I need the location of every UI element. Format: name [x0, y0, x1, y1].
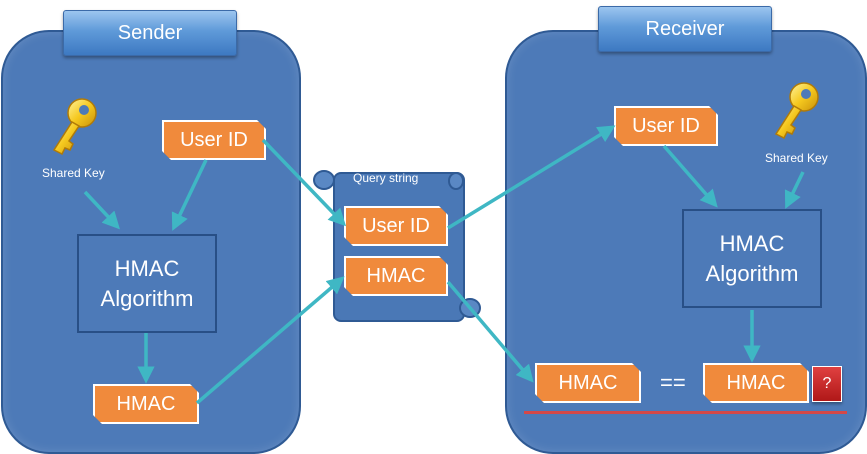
equals-operator: ==	[660, 370, 686, 395]
receiver-algorithm-line2: Algorithm	[705, 260, 799, 286]
sender-header: Sender	[63, 10, 237, 56]
receiver-hmac-algorithm-box: HMAC Algorithm	[682, 209, 822, 308]
receiver-header: Receiver	[598, 6, 772, 52]
arrow-sender-userid-to-query	[261, 138, 347, 227]
receiver-shared-key-label: Shared Key	[765, 151, 828, 165]
scroll-curl-top	[313, 170, 464, 190]
sender-algorithm-line1: HMAC	[114, 255, 180, 281]
comparison-underline	[524, 411, 847, 414]
sender-algorithm-line2: Algorithm	[100, 285, 194, 311]
sender-hmac-algorithm-box: HMAC Algorithm	[77, 234, 217, 333]
arrow-receiver-key-to-algorithm	[784, 171, 805, 209]
arrow-query-hmac-to-receiver	[446, 280, 534, 383]
arrow-sender-hmac-to-query	[195, 276, 345, 405]
receiver-title: Receiver	[645, 17, 725, 40]
arrow-query-userid-to-receiver	[447, 125, 616, 230]
query-string-scroll	[333, 172, 465, 322]
arrow-receiver-userid-to-algorithm	[662, 144, 718, 208]
arrow-sender-userid-to-algorithm	[171, 159, 208, 231]
sender-key-icon	[52, 98, 97, 156]
arrow-sender-key-to-algorithm	[83, 190, 120, 230]
receiver-key-icon	[774, 82, 819, 140]
sender-shared-key-label: Shared Key	[42, 166, 105, 180]
question-mark-box: ?	[812, 366, 842, 402]
sender-title: Sender	[117, 21, 183, 44]
receiver-algorithm-line1: HMAC	[719, 230, 785, 256]
query-string-title: Query string	[353, 171, 419, 185]
question-mark: ?	[822, 375, 832, 392]
